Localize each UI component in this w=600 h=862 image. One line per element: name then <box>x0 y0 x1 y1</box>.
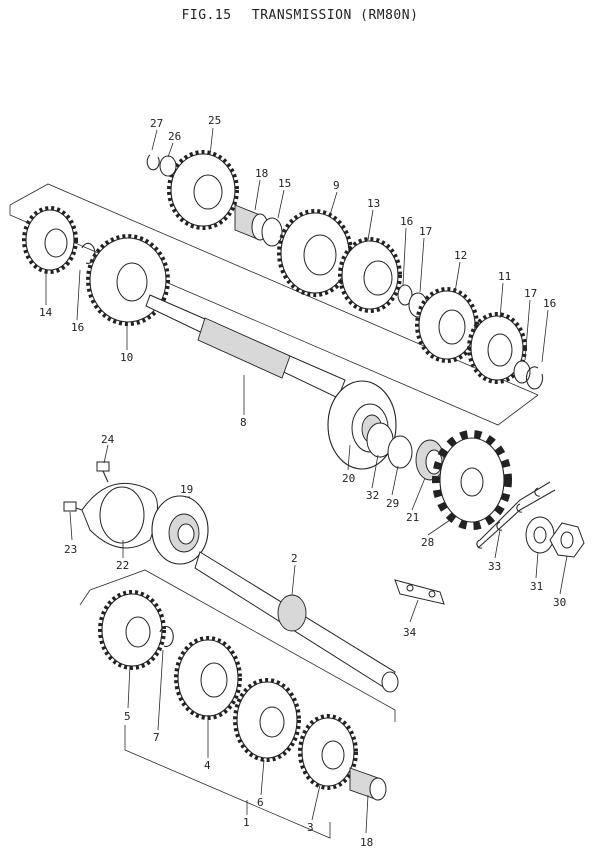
circlip-16-left <box>81 242 96 264</box>
sprocket-28 <box>432 430 512 530</box>
label-16-right: 16 <box>543 297 556 310</box>
countershaft-8 <box>145 294 346 399</box>
label-21: 21 <box>406 511 419 524</box>
label-27: 27 <box>150 117 163 130</box>
label-29: 29 <box>386 497 399 510</box>
needle-bearing-18-lower <box>349 767 387 801</box>
label-10: 10 <box>120 351 133 364</box>
label-30: 30 <box>553 596 566 609</box>
label-13: 13 <box>367 197 380 210</box>
gear-25 <box>167 150 239 230</box>
label-34: 34 <box>403 626 417 639</box>
label-31: 31 <box>530 580 543 593</box>
label-6: 6 <box>257 796 264 809</box>
gear-14 <box>22 206 78 274</box>
gear-9 <box>277 209 353 297</box>
chain-joint-34 <box>394 579 445 605</box>
lock-washer-31 <box>525 516 555 554</box>
leader-lines <box>45 127 568 834</box>
bracket-group-1 <box>124 725 331 839</box>
drive-chain-33 <box>476 481 556 549</box>
label-22: 22 <box>116 559 129 572</box>
label-18-lower: 18 <box>360 836 373 849</box>
label-26: 26 <box>168 130 181 143</box>
figure-number: FIG.15 <box>181 8 232 23</box>
upper-assembly-frame <box>9 183 539 426</box>
label-11: 11 <box>498 270 511 283</box>
circlip-27 <box>146 154 160 171</box>
label-15: 15 <box>278 177 291 190</box>
label-17-right: 17 <box>524 287 537 300</box>
gear-4 <box>174 636 242 720</box>
spacer-21 <box>415 439 445 481</box>
bearing-19 <box>151 495 209 565</box>
label-18-upper: 18 <box>255 167 268 180</box>
gear-11 <box>467 312 527 384</box>
washer-26 <box>159 155 177 177</box>
nut-30 <box>549 522 585 558</box>
label-8: 8 <box>240 416 247 429</box>
label-20: 20 <box>342 472 355 485</box>
gear-6 <box>233 678 301 762</box>
label-2: 2 <box>291 552 298 565</box>
lower-assembly-frame <box>79 569 396 722</box>
circlip-7 <box>159 626 174 648</box>
label-12: 12 <box>454 249 467 262</box>
label-14: 14 <box>39 306 53 319</box>
label-19: 19 <box>180 483 193 496</box>
label-3: 3 <box>307 821 314 834</box>
label-25: 25 <box>208 114 221 127</box>
label-5: 5 <box>124 710 131 723</box>
circlip-16-right <box>525 366 544 390</box>
circlip-16-mid <box>397 284 413 306</box>
gear-3 <box>298 714 358 790</box>
label-16-left: 16 <box>71 321 84 334</box>
bolt-24 <box>96 461 110 483</box>
label-23: 23 <box>64 543 77 556</box>
label-32: 32 <box>366 489 379 502</box>
gear-10 <box>86 234 170 326</box>
label-4: 4 <box>204 759 211 772</box>
part-labels: 25 26 27 18 15 9 13 16 17 12 11 17 16 14… <box>39 114 566 849</box>
gear-13 <box>338 237 402 313</box>
bearing-retainer-22 <box>81 482 158 549</box>
label-7: 7 <box>153 731 160 744</box>
drive-shaft-2 <box>194 551 399 693</box>
label-16-mid: 16 <box>400 215 413 228</box>
spacer-29 <box>387 435 413 469</box>
label-28: 28 <box>421 536 434 549</box>
label-17-mid: 17 <box>419 225 432 238</box>
label-9: 9 <box>333 179 340 192</box>
figure-caption: TRANSMISSION (RM80N) <box>251 8 419 23</box>
figure-title: FIG.15 TRANSMISSION (RM80N) <box>0 8 600 23</box>
label-33: 33 <box>488 560 501 573</box>
label-24: 24 <box>101 433 115 446</box>
washer-15 <box>261 217 283 247</box>
gear-5 <box>98 590 166 670</box>
label-1: 1 <box>243 816 250 829</box>
